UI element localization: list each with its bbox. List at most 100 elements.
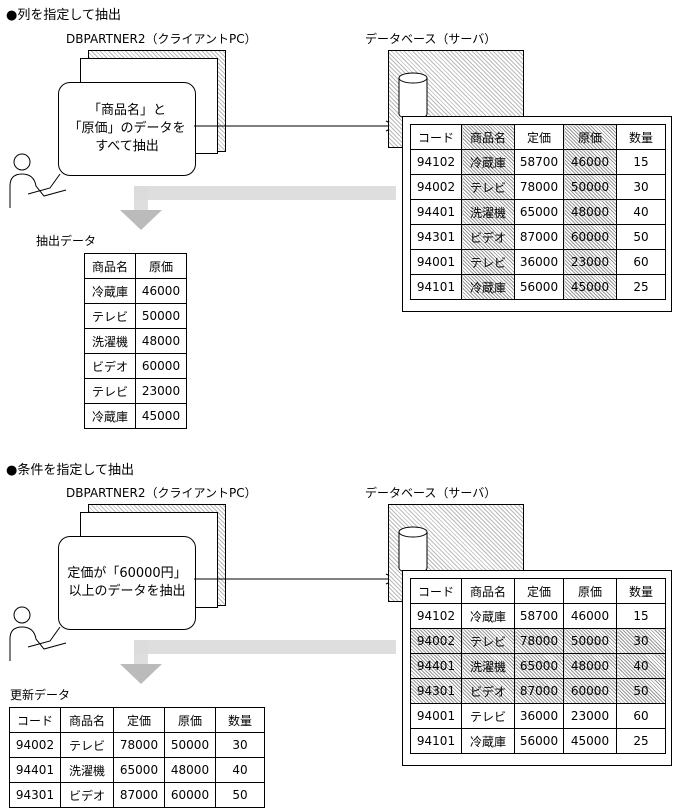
table-cell: 36000	[514, 249, 564, 275]
section2-return-arrow-bar	[134, 640, 396, 654]
column-header: 商品名	[84, 253, 136, 279]
section1-client-label: DBPARTNER2（クライアントPC）	[66, 32, 257, 46]
table-cell: 45000	[563, 728, 617, 754]
section1-result-label: 抽出データ	[36, 234, 97, 248]
section1-return-arrow-bar	[134, 186, 396, 200]
table-cell: 洗濯機	[461, 653, 515, 679]
section1-request-bubble: 「商品名」と 「原価」のデータを すべて抽出	[58, 82, 196, 176]
section1-request-arrow	[194, 120, 398, 132]
table-cell: テレビ	[461, 703, 515, 729]
table-cell: 50000	[563, 174, 617, 200]
table-cell: テレビ	[461, 249, 515, 275]
table-cell: 46000	[563, 603, 617, 629]
column-header: 定価	[514, 124, 564, 150]
section2-return-arrow-stem	[134, 640, 148, 666]
table-cell: 洗濯機	[461, 199, 515, 225]
table-cell: 48000	[164, 757, 216, 783]
table-cell: 冷蔵庫	[461, 603, 515, 629]
table-cell: 60000	[563, 224, 617, 250]
table-cell: 94101	[410, 728, 462, 754]
table-cell: 23000	[563, 703, 617, 729]
table-cell: 94301	[9, 782, 61, 808]
table-cell: 94002	[410, 174, 462, 200]
table-header-row: 商品名原価	[84, 253, 187, 279]
table-cell: 40	[616, 653, 666, 679]
table-cell: テレビ	[60, 732, 114, 758]
table-cell: テレビ	[84, 378, 136, 404]
column-header: 原価	[563, 124, 617, 150]
section2-server-label: データベース（サーバ）	[365, 486, 497, 500]
table-cell: 洗濯機	[84, 328, 136, 354]
section2-user-icon	[9, 606, 67, 661]
section2-database-icon	[398, 526, 428, 574]
table-header-row: コード商品名定価原価数量	[410, 578, 666, 604]
table-cell: 65000	[514, 199, 564, 225]
bubble-line: 以上のデータを抽出	[68, 584, 186, 599]
section2-client-label: DBPARTNER2（クライアントPC）	[66, 486, 257, 500]
table-cell: 60	[616, 249, 666, 275]
column-header: 数量	[215, 707, 265, 733]
table-cell: 23000	[135, 378, 187, 404]
table-cell: 冷蔵庫	[84, 403, 136, 429]
table-cell: テレビ	[461, 174, 515, 200]
table-cell: 65000	[113, 757, 165, 783]
column-header: 原価	[164, 707, 216, 733]
table-cell: 15	[616, 603, 666, 629]
column-header: 原価	[563, 578, 617, 604]
section1-return-arrowhead	[120, 210, 162, 230]
table-cell: 60000	[135, 353, 187, 379]
table-cell: 30	[215, 732, 265, 758]
table-cell: 94401	[9, 757, 61, 783]
column-header: 数量	[616, 578, 666, 604]
section2-request-bubble: 定価が「60000円」 以上のデータを抽出	[58, 536, 196, 630]
bubble-line: 「原価」のデータを	[68, 121, 186, 136]
column-header: コード	[9, 707, 61, 733]
table-cell: 25	[616, 274, 666, 300]
column-header: 商品名	[461, 124, 515, 150]
table-cell: 60000	[164, 782, 216, 808]
table-cell: 60	[616, 703, 666, 729]
table-cell: ビデオ	[84, 353, 136, 379]
table-cell: 48000	[563, 199, 617, 225]
table-cell: 50000	[563, 628, 617, 654]
table-cell: 94001	[410, 703, 462, 729]
column-header: 定価	[113, 707, 165, 733]
table-cell: 94401	[410, 199, 462, 225]
table-cell: 46000	[135, 278, 187, 304]
column-header: 商品名	[60, 707, 114, 733]
column-header: 定価	[514, 578, 564, 604]
table-cell: 94102	[410, 149, 462, 175]
table-cell: テレビ	[84, 303, 136, 329]
table-header-row: コード商品名定価原価数量	[410, 124, 666, 150]
table-cell: 36000	[514, 703, 564, 729]
table-cell: 94301	[410, 678, 462, 704]
table-cell: 58700	[514, 603, 564, 629]
table-cell: 48000	[563, 653, 617, 679]
bubble-line: すべて抽出	[95, 139, 159, 154]
column-header: コード	[410, 124, 462, 150]
table-cell: 50000	[164, 732, 216, 758]
table-cell: 冷蔵庫	[461, 728, 515, 754]
table-cell: 23000	[563, 249, 617, 275]
table-cell: 洗濯機	[60, 757, 114, 783]
section1-user-icon	[9, 153, 67, 208]
table-cell: 50	[215, 782, 265, 808]
table-cell: 冷蔵庫	[84, 278, 136, 304]
table-cell: 60000	[563, 678, 617, 704]
table-cell: 46000	[563, 149, 617, 175]
section1-server-label: データベース（サーバ）	[365, 32, 497, 46]
